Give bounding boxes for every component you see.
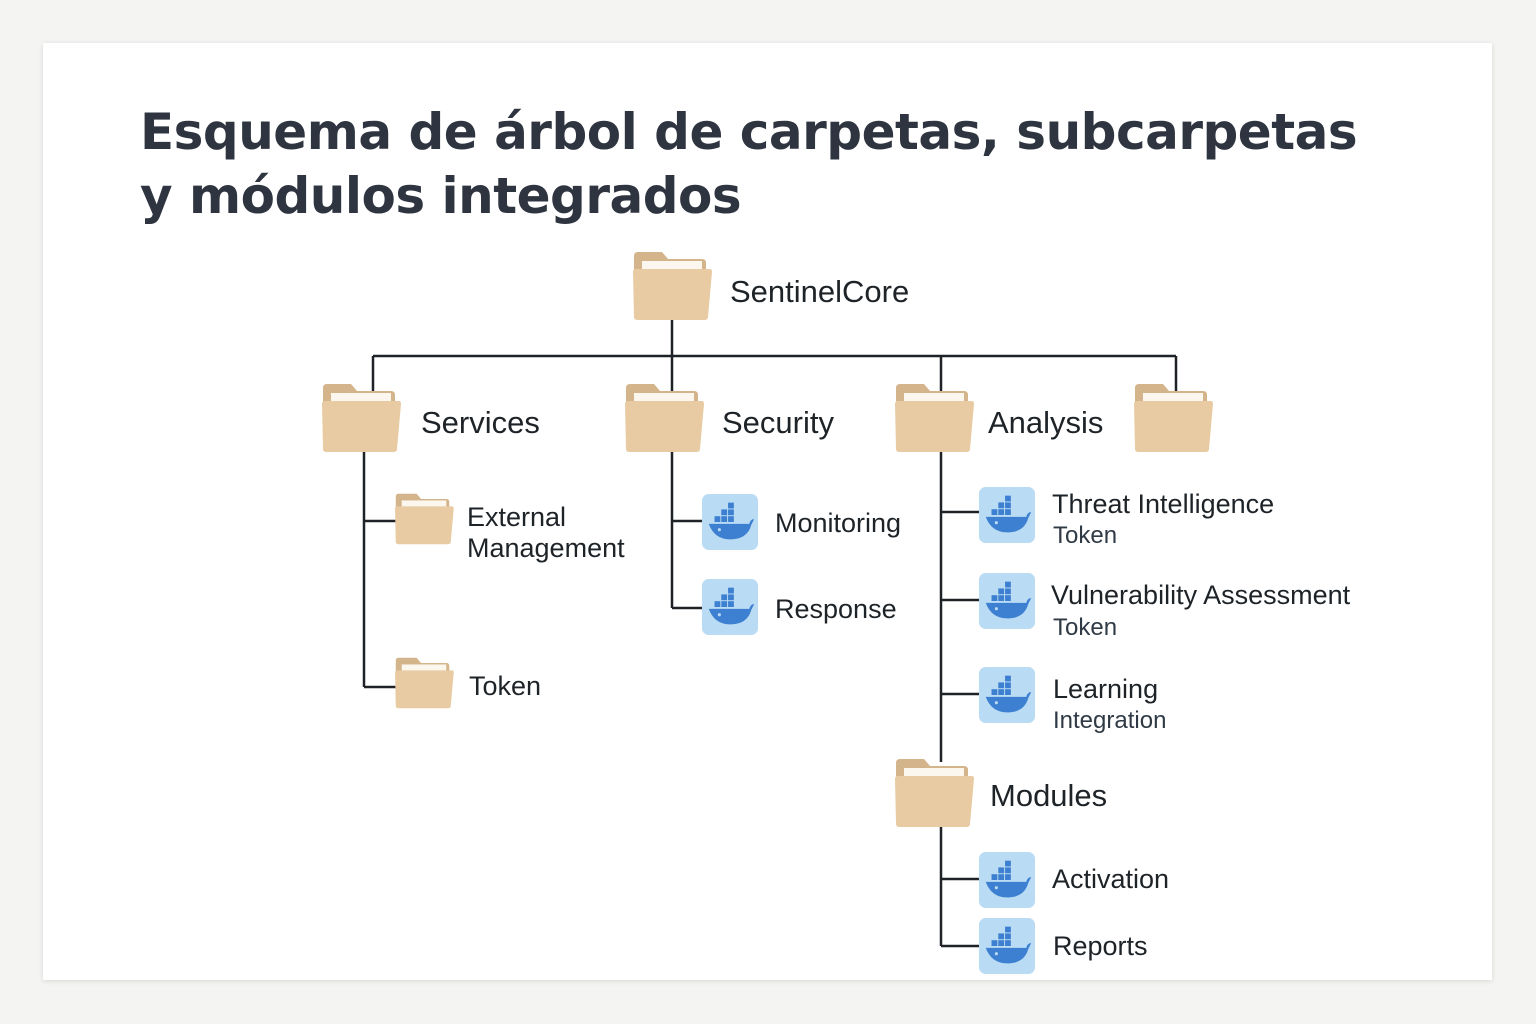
folder-icon [394,657,454,709]
folder-icon [320,383,402,453]
token-label: Token [469,671,542,701]
monitoring-label: Monitoring [775,508,902,538]
folder-icon [893,758,975,828]
container-module-icon [978,851,1036,909]
threat-intelligence-sublabel: Token [1053,522,1118,549]
vulnerability-assessment-sublabel: Token [1053,614,1118,641]
reports-label: Reports [1053,931,1148,961]
security-label: Security [722,405,834,440]
container-module-icon [978,572,1036,630]
title-line-1: Esquema de árbol de carpetas, subcarpeta… [140,103,1358,161]
external-label-line1: External [467,502,567,532]
learning-label: Learning [1053,674,1159,704]
response-label: Response [775,594,897,624]
page-title: Esquema de árbol de carpetas, subcarpeta… [140,100,1390,228]
folder-icon [893,383,975,453]
vulnerability-assessment-label: Vulnerability Assessment [1051,580,1351,610]
activation-label: Activation [1052,864,1170,894]
diagram-card [43,43,1492,980]
services-label: Services [421,405,540,440]
container-module-icon [978,917,1036,975]
analysis-label: Analysis [988,405,1104,440]
container-module-icon [701,578,759,636]
external-label-line2: Management [467,533,625,563]
container-module-icon [978,486,1036,544]
folder-icon [623,383,705,453]
container-module-icon [978,666,1036,724]
learning-sublabel: Integration [1053,707,1167,734]
folder-icon [1132,383,1214,453]
folder-icon [631,251,713,321]
modules-label: Modules [990,778,1108,813]
container-module-icon [701,493,759,551]
root-label: SentinelCore [730,274,910,309]
threat-intelligence-label: Threat Intelligence [1052,489,1275,519]
title-line-2: y módulos integrados [140,167,742,225]
folder-icon [394,493,454,545]
